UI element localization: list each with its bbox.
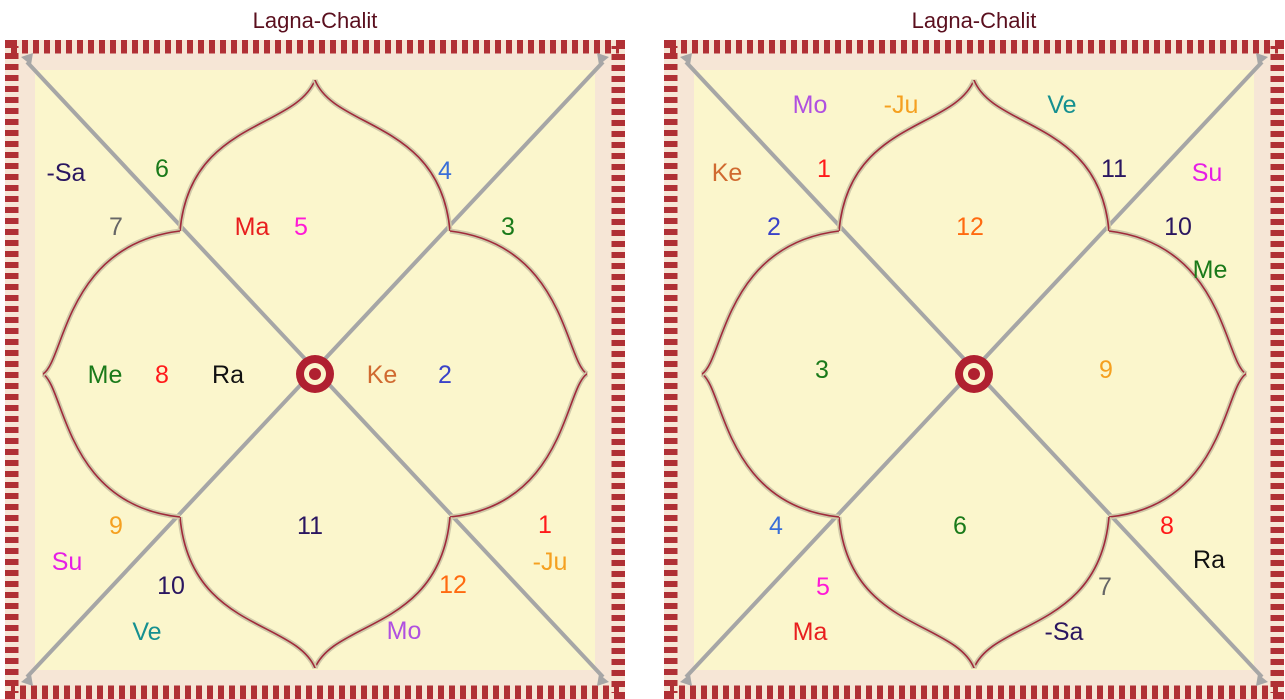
house-number: 11 — [297, 512, 323, 540]
chart-panel-left: Lagna-Chalit 1 2 3 4 5 6 7 8 9 10 11 12 … — [5, 0, 625, 699]
house-number: 2 — [438, 361, 452, 389]
planet-label: -Ju — [533, 548, 568, 576]
house-number: 7 — [1098, 573, 1112, 601]
house-number: 12 — [439, 571, 467, 599]
planet-label: Mo — [793, 91, 828, 119]
planet-label: Ke — [712, 159, 743, 187]
chart-title: Lagna-Chalit — [5, 8, 625, 34]
house-number: 3 — [501, 213, 515, 241]
chart-title: Lagna-Chalit — [664, 8, 1284, 34]
house-number: 9 — [1099, 356, 1113, 384]
planet-label: Ma — [235, 213, 270, 241]
planet-label: Mo — [387, 617, 422, 645]
house-number: 2 — [767, 213, 781, 241]
planet-label: -Ju — [884, 91, 919, 119]
house-number: 8 — [155, 361, 169, 389]
house-number: 6 — [155, 155, 169, 183]
planet-label: Ve — [1047, 91, 1076, 119]
planet-label: Ra — [1193, 546, 1225, 574]
planet-label: Ma — [793, 618, 828, 646]
house-number: 4 — [438, 157, 452, 185]
house-number: 12 — [956, 213, 984, 241]
house-number: 7 — [109, 213, 123, 241]
planet-label: Ke — [367, 361, 398, 389]
house-number: 10 — [1164, 213, 1192, 241]
house-number: 8 — [1160, 512, 1174, 540]
house-number: 6 — [953, 512, 967, 540]
house-number: 4 — [769, 512, 783, 540]
house-number: 1 — [538, 511, 552, 539]
house-number: 3 — [815, 356, 829, 384]
lagna-chalit-chart: 1 2 3 4 5 6 7 8 9 10 11 12 -Sa Ma Me Ra … — [5, 40, 625, 699]
center-rosette — [296, 355, 334, 393]
planet-label: Me — [88, 361, 123, 389]
lagna-chalit-chart: 1 2 3 4 5 6 7 8 9 10 11 12 Mo -Ju Ve Ke … — [664, 40, 1284, 699]
house-number: 11 — [1101, 155, 1127, 183]
planet-label: Ra — [212, 361, 244, 389]
house-number: 9 — [109, 512, 123, 540]
planet-label: Me — [1193, 256, 1228, 284]
chart-panel-right: Lagna-Chalit 1 2 3 4 5 6 7 8 9 10 11 12 … — [664, 0, 1284, 699]
house-number: 1 — [817, 155, 831, 183]
house-number: 10 — [157, 572, 185, 600]
planet-label: Su — [1192, 159, 1223, 187]
planet-label: -Sa — [47, 159, 86, 187]
planet-label: Ve — [132, 618, 161, 646]
house-number: 5 — [294, 213, 308, 241]
center-rosette — [955, 355, 993, 393]
planet-label: Su — [52, 548, 83, 576]
house-number: 5 — [816, 573, 830, 601]
planet-label: -Sa — [1045, 618, 1084, 646]
